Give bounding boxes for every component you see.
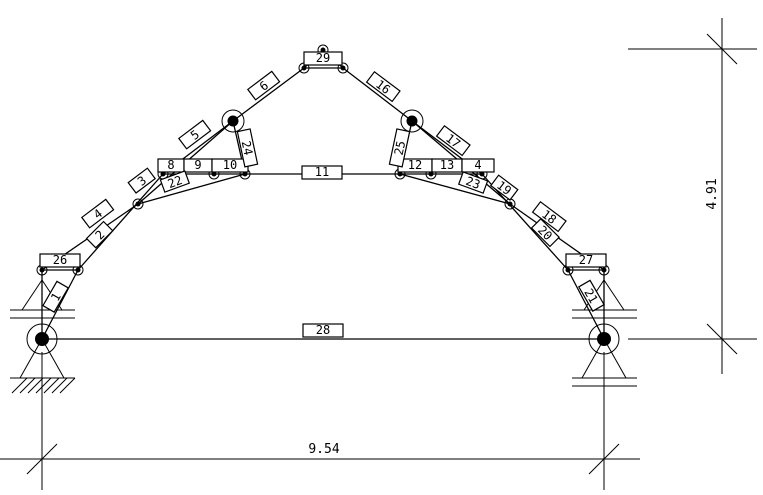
label-13: 13 (440, 158, 454, 172)
label-11: 11 (315, 165, 329, 179)
member-21b (567, 269, 605, 340)
member-labels: 11 28 8 9 10 12 13 4 26 27 29 6 5 3 4 (39, 51, 607, 338)
joint-small (36, 44, 610, 276)
label-16: 16 (373, 77, 393, 97)
member-22 (137, 173, 246, 205)
member-1b (41, 269, 79, 340)
height-dimension: 4.91 (705, 178, 720, 209)
member-16 (342, 67, 413, 122)
label-12: 12 (408, 158, 422, 172)
label-29: 29 (316, 51, 330, 65)
label-19: 19 (494, 178, 514, 198)
truss-members (41, 49, 605, 340)
label-14: 4 (474, 158, 481, 172)
truss-joints (26, 44, 620, 355)
label-8: 8 (167, 158, 174, 172)
member-23 (399, 173, 511, 205)
label-22: 22 (166, 173, 184, 191)
span-dimension: 9.54 (308, 442, 339, 457)
label-26: 26 (53, 253, 67, 267)
label-17: 17 (443, 131, 463, 151)
support-right (572, 279, 637, 387)
label-23: 23 (464, 174, 482, 192)
label-24: 24 (239, 139, 256, 156)
member-3 (77, 173, 164, 271)
label-9: 9 (194, 158, 201, 172)
joint-large (26, 109, 620, 355)
member-6 (232, 67, 305, 122)
dimension-lines (0, 18, 757, 490)
label-25: 25 (392, 139, 409, 156)
label-21: 21 (581, 286, 600, 306)
label-27: 27 (579, 253, 593, 267)
support-left (10, 279, 76, 394)
label-28: 28 (316, 323, 330, 337)
label-10: 10 (223, 158, 237, 172)
